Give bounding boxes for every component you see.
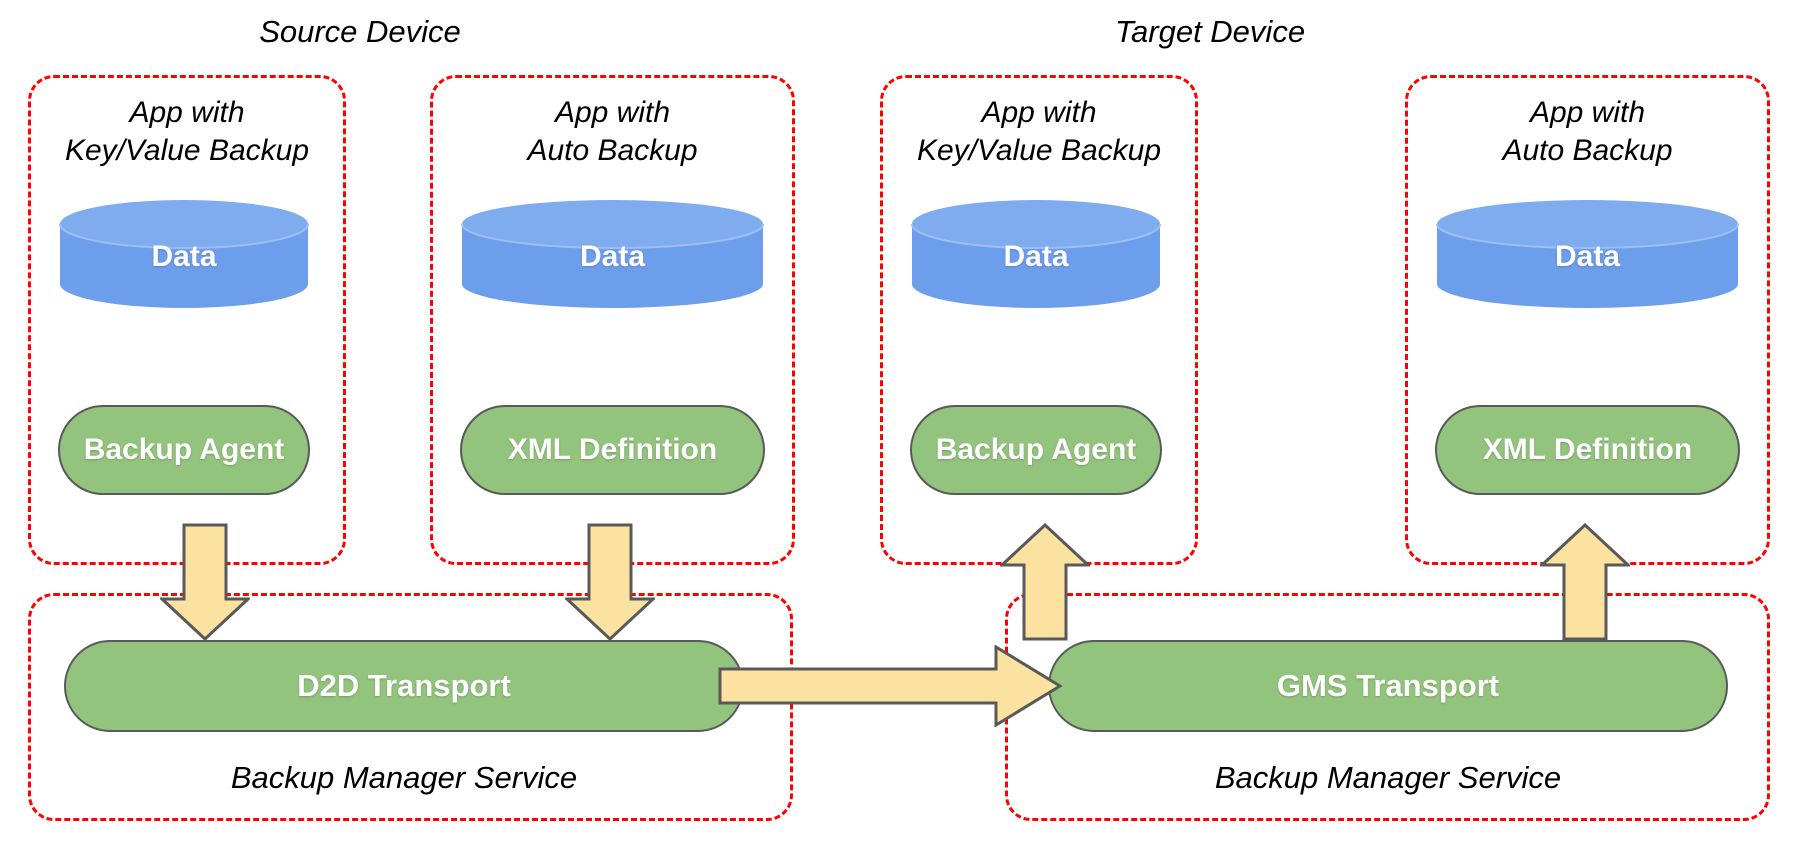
xml-definition-to-d2d-arrow xyxy=(565,523,655,641)
app-caption-auto-backup-source: App with Auto Backup xyxy=(527,96,698,167)
target-device-title: Target Device xyxy=(1114,14,1306,49)
d2d-transport-label: D2D Transport xyxy=(297,668,511,703)
data-cylinder-source-key-value: Data xyxy=(58,198,310,310)
backup-agent-pill-label: Backup Agent xyxy=(935,433,1137,466)
data-cylinder-target-key-value: Data xyxy=(910,198,1162,310)
gms-transport-label: GMS Transport xyxy=(1276,668,1500,703)
gms-transport-pill[interactable]: GMS Transport xyxy=(1048,640,1728,732)
xml-definition-pill-label: XML Definition xyxy=(507,433,718,466)
source-device-title: Source Device xyxy=(259,14,461,49)
d2d-transport-pill[interactable]: D2D Transport xyxy=(64,640,744,732)
app-caption-key-value-backup-target: App with Key/Value Backup xyxy=(916,96,1162,167)
data-cylinder-source-auto: Data xyxy=(460,198,765,310)
backup-manager-service-caption-target: Backup Manager Service xyxy=(1214,760,1562,795)
backup-manager-service-group-source xyxy=(28,593,793,821)
app-caption-key-value-backup-source: App with Key/Value Backup xyxy=(64,96,310,167)
backup-agent-pill-label: Backup Agent xyxy=(83,433,285,466)
app-caption-auto-backup-target: App with Auto Backup xyxy=(1502,96,1673,167)
xml-definition-pill-source[interactable]: XML Definition xyxy=(460,405,765,495)
backup-agent-pill-target[interactable]: Backup Agent xyxy=(910,405,1162,495)
backup-manager-service-caption-source: Backup Manager Service xyxy=(230,760,578,795)
backup-agent-to-d2d-arrow xyxy=(160,523,250,641)
backup-agent-pill-source[interactable]: Backup Agent xyxy=(58,405,310,495)
gms-to-xml-definition-arrow xyxy=(1540,523,1630,641)
xml-definition-pill-target[interactable]: XML Definition xyxy=(1435,405,1740,495)
d2d-to-gms-arrow xyxy=(718,645,1062,727)
xml-definition-pill-label: XML Definition xyxy=(1482,433,1693,466)
gms-to-backup-agent-arrow xyxy=(1000,523,1090,641)
data-cylinder-target-auto: Data xyxy=(1435,198,1740,310)
